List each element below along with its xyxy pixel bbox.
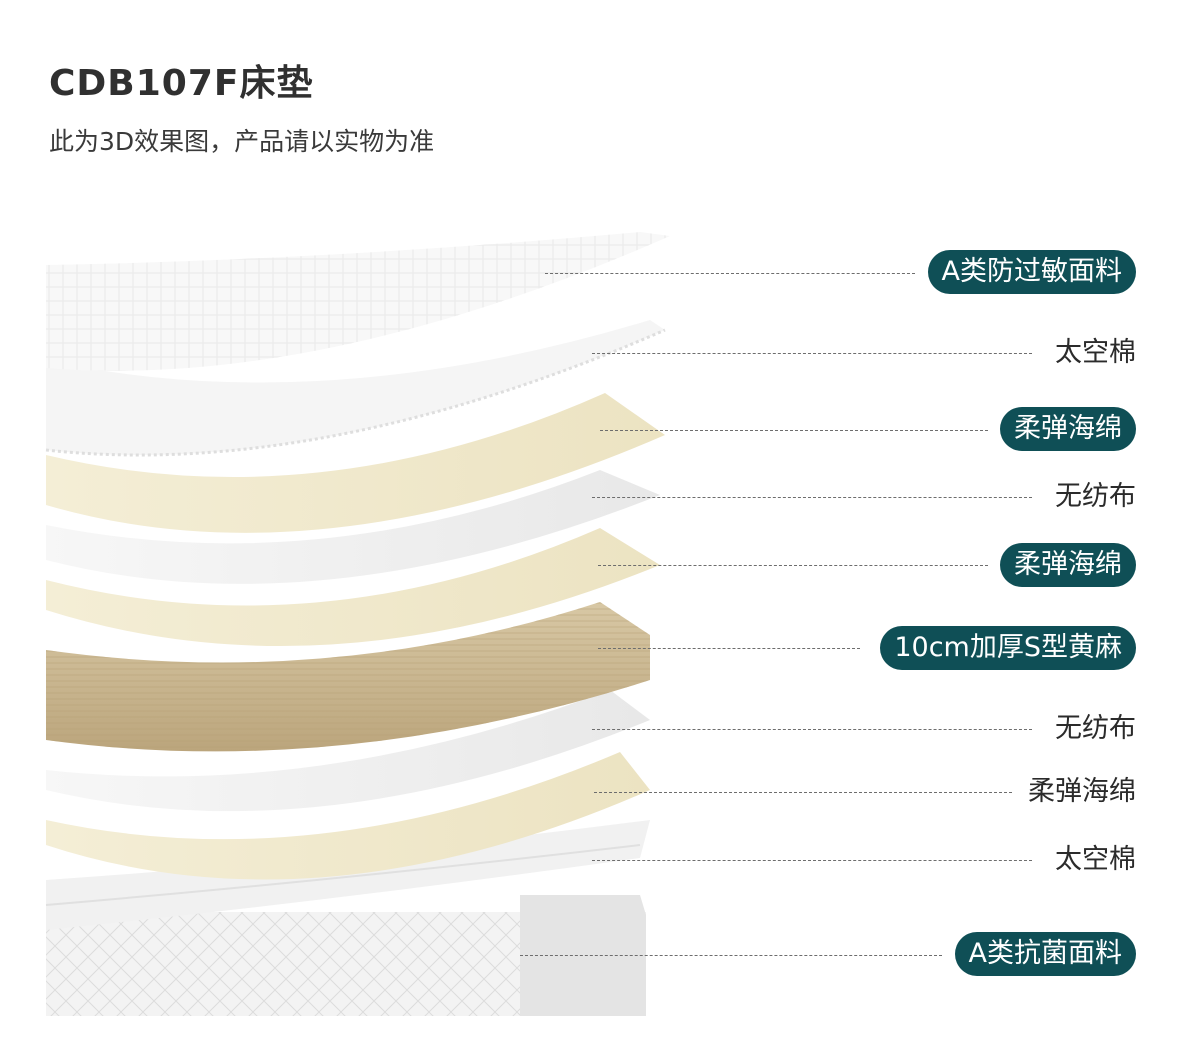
leader-line	[594, 792, 1012, 793]
layer-label-anti-allergy-fabric: A类防过敏面料	[928, 250, 1136, 294]
layer-label-jute: 10cm加厚S型黄麻	[880, 626, 1136, 670]
layer-label-soft-foam: 柔弹海绵	[1000, 407, 1136, 451]
leader-line	[592, 497, 1032, 498]
layer-label-nonwoven: 无纺布	[1055, 477, 1136, 517]
leader-line	[598, 565, 988, 566]
leader-line	[592, 729, 1032, 730]
layer-label-space-cotton: 太空棉	[1055, 333, 1136, 373]
leader-line	[592, 860, 1032, 861]
leader-line	[545, 273, 915, 274]
layer-label-space-cotton: 太空棉	[1055, 840, 1136, 880]
leader-line	[598, 648, 860, 649]
leader-line	[520, 955, 942, 956]
leader-line	[600, 430, 988, 431]
layer-label-soft-foam: 柔弹海绵	[1028, 772, 1136, 812]
layer-label-soft-foam: 柔弹海绵	[1000, 543, 1136, 587]
layer-label-nonwoven: 无纺布	[1055, 709, 1136, 749]
layer-label-antibacterial-fabric: A类抗菌面料	[955, 932, 1136, 976]
leader-line	[592, 353, 1032, 354]
